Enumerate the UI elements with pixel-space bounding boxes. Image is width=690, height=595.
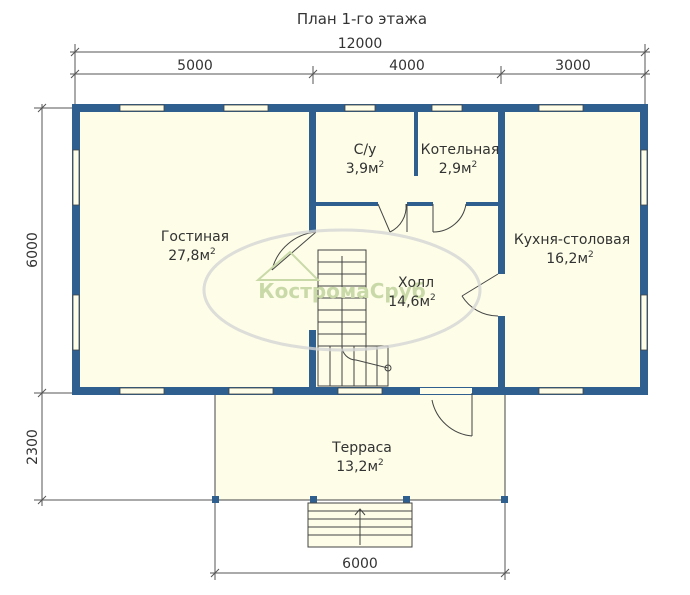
room-kitchen-area: 16,2м	[546, 251, 588, 267]
room-wc: С/у 3,9м2	[346, 142, 385, 177]
terrace-floor	[214, 392, 506, 501]
room-terrace-name: Терраса	[331, 440, 392, 456]
svg-text:3,9м2: 3,9м2	[346, 160, 385, 177]
room-boiler: Котельная 2,9м2	[421, 142, 500, 177]
room-kitchen-sup: 2	[588, 250, 594, 260]
dim-depth-house: 6000	[25, 232, 41, 268]
dim-width-1: 5000	[177, 58, 213, 74]
room-terrace-area: 13,2м	[336, 459, 378, 475]
room-hall-name: Холл	[398, 275, 434, 291]
terrace-posts	[212, 496, 508, 503]
room-hall-sup: 2	[430, 293, 436, 303]
room-living-area: 27,8м	[168, 248, 210, 264]
room-terrace: Терраса 13,2м2	[331, 440, 392, 475]
dim-width-2: 4000	[389, 58, 425, 74]
watermark-logo: КостромаСруб	[202, 228, 482, 352]
bottom-dimensions	[210, 498, 510, 580]
room-living-name: Гостиная	[161, 229, 229, 245]
room-wc-area: 3,9м	[346, 161, 379, 177]
plan-title: План 1-го этажа	[297, 10, 427, 28]
left-dimensions	[34, 103, 215, 506]
room-wc-sup: 2	[379, 160, 385, 170]
watermark-text: КостромаСруб	[258, 279, 425, 303]
door-gaps	[420, 388, 472, 394]
room-boiler-area: 2,9м	[439, 161, 472, 177]
room-boiler-name: Котельная	[421, 142, 500, 158]
terrace-steps	[307, 502, 413, 548]
svg-text:13,2м2: 13,2м2	[336, 458, 383, 475]
dim-depth-terrace: 2300	[25, 429, 41, 465]
svg-text:27,8м2: 27,8м2	[168, 247, 215, 264]
top-dimensions	[70, 44, 650, 104]
room-hall-area: 14,6м	[388, 294, 430, 310]
room-living-sup: 2	[210, 247, 216, 257]
room-terrace-sup: 2	[378, 458, 384, 468]
svg-text:14,6м2: 14,6м2	[388, 293, 435, 310]
svg-text:16,2м2: 16,2м2	[546, 250, 593, 267]
staircase	[317, 249, 392, 387]
windows	[72, 104, 648, 395]
room-wc-name: С/у	[354, 142, 377, 158]
room-living: Гостиная 27,8м2	[161, 229, 229, 264]
room-kitchen-name: Кухня-столовая	[514, 232, 630, 248]
room-boiler-sup: 2	[472, 160, 478, 170]
svg-text:2,9м2: 2,9м2	[439, 160, 478, 177]
dim-terrace-width: 6000	[342, 556, 378, 572]
room-kitchen: Кухня-столовая 16,2м2	[514, 232, 630, 267]
dim-total-width: 12000	[338, 36, 383, 52]
room-hall: Холл 14,6м2	[388, 275, 435, 310]
dim-width-3: 3000	[555, 58, 591, 74]
